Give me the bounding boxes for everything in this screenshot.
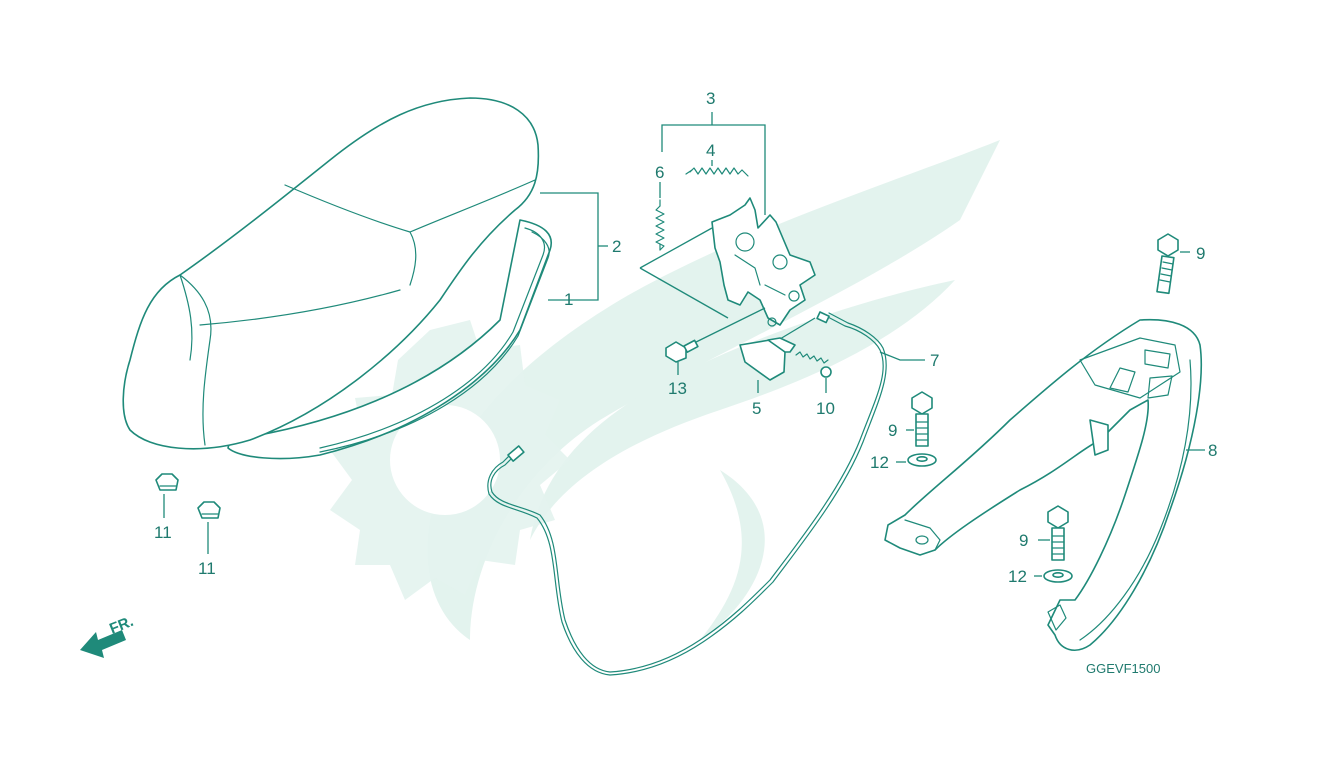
washer-12-middle [896,453,937,467]
screw-10 [795,351,832,393]
washer-12-bottom [1034,569,1073,583]
spring-4 [685,167,749,177]
callout-1: 1 [564,290,573,309]
plate-5 [739,337,796,393]
front-label: FR. [107,613,136,638]
callout-7: 7 [930,351,939,370]
callout-6: 6 [655,163,664,182]
spring-6 [655,199,665,251]
callout-4: 4 [706,141,715,160]
leaders-seat [540,192,608,301]
bolt-9-middle [906,391,933,447]
callout-3: 3 [706,89,715,108]
diagram-code: GGEVF1500 [1086,661,1160,676]
callout-12-middle: 12 [870,453,889,472]
bolt-13 [665,339,699,375]
nut-11-left [155,473,179,518]
guide-lines [639,227,816,346]
callout-8: 8 [1208,441,1217,460]
callout-2: 2 [612,237,621,256]
callout-11-left: 11 [154,523,172,542]
seat [122,97,552,460]
front-direction-arrow: FR. [80,613,136,658]
callout-9-middle: 9 [888,421,897,440]
callout-12-bottom: 12 [1008,567,1027,586]
watermark-logo [330,140,1001,640]
bolt-9-top [1156,233,1190,295]
seat-lock [655,112,816,327]
callout-9-top: 9 [1196,244,1205,263]
cable-7 [487,311,925,676]
bolt-9-bottom [1038,505,1069,561]
callout-5: 5 [752,399,761,418]
rear-grip [884,318,1205,651]
callout-11-right: 11 [198,559,216,578]
callout-9-bottom: 9 [1019,531,1028,550]
nut-11-right [197,501,221,554]
callout-13: 13 [668,379,687,398]
callout-10: 10 [816,399,835,418]
